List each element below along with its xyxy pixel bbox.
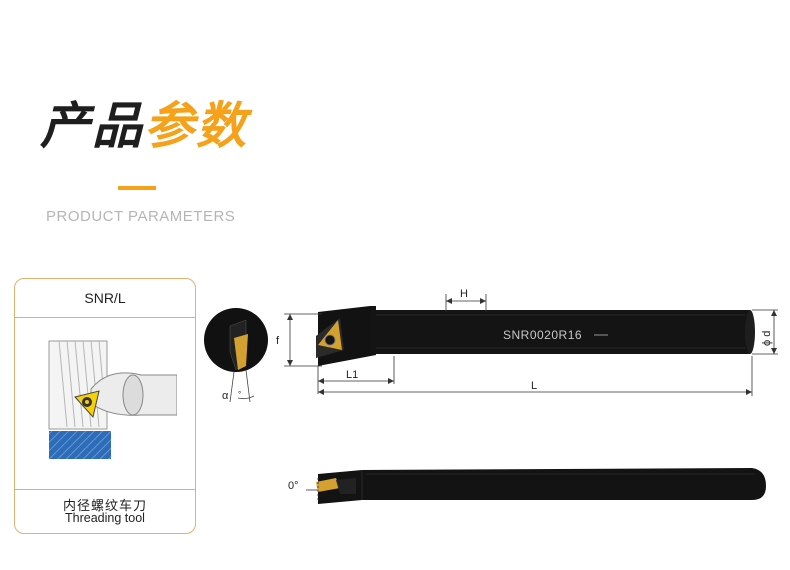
page-title: 产品参数 (40, 96, 248, 156)
card-heading: SNR/L (84, 290, 126, 306)
tool-top-view: 0° (288, 468, 766, 504)
dimension-lines: H f ϕ d L1 L (276, 288, 778, 396)
zero-degree-label: 0° (288, 480, 299, 492)
dim-H-label: H (460, 288, 468, 300)
tool-type-card: SNR/L 内径螺纹车刀 (14, 278, 196, 534)
alpha-label: α (222, 390, 229, 402)
dim-f-label: f (276, 335, 280, 347)
card-divider-bottom (15, 489, 195, 490)
dim-L-label: L (531, 380, 537, 392)
dim-d-label: ϕ d (761, 331, 773, 346)
top-view-insert (316, 478, 340, 492)
logo-mark (594, 334, 608, 336)
threading-insert-illustration (74, 390, 100, 419)
alpha-degree-mark: ° (238, 390, 241, 399)
page-subtitle: PRODUCT PARAMETERS (46, 208, 236, 225)
title-dark-part: 产品 (40, 98, 144, 154)
card-divider-top (15, 317, 195, 318)
model-marking: SNR0020R16 (503, 328, 582, 342)
tool-side-view: SNR0020R16 (316, 306, 755, 366)
threading-illustration (48, 340, 177, 459)
workpiece-section (49, 431, 111, 459)
caption-english: Threading tool (65, 511, 145, 525)
title-accent-part: 参数 (144, 98, 248, 154)
end-view: α ° (204, 308, 268, 403)
caption-chinese: 内径螺纹车刀 (62, 498, 147, 513)
tool-shank (90, 372, 177, 416)
dim-L1-label: L1 (346, 369, 358, 381)
title-accent-bar (118, 186, 156, 190)
